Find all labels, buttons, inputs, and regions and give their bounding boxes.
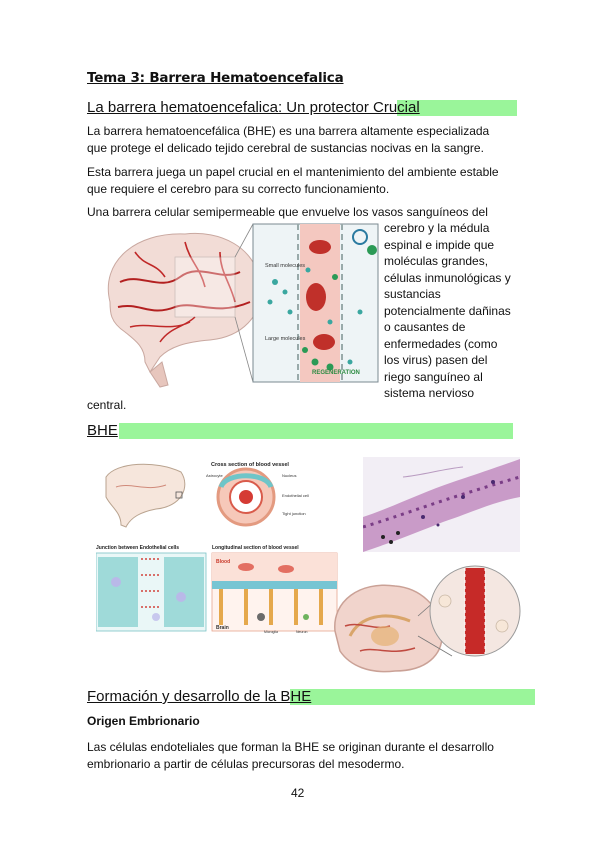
endothelial-label: Endothelial cell xyxy=(282,493,309,498)
section3-heading: Formación y desarrollo de la BHE xyxy=(87,688,312,705)
wrap-line: cerebro y la médula xyxy=(384,221,490,235)
wrap-line: o causantes de xyxy=(384,320,466,334)
blood-label: Blood xyxy=(216,559,230,565)
paragraph-2: Esta barrera juega un papel crucial en e… xyxy=(87,165,499,196)
brain-vessel-detail xyxy=(334,565,521,673)
brand-label: REGENERATION xyxy=(312,370,360,376)
longitudinal-label: Longitudinal section of blood vessel xyxy=(212,545,299,551)
brain-vessel-figure: Small molecules Large molecules REGENERA… xyxy=(107,223,379,388)
paragraph-3-wrap: cerebro y la médula espinal e impide que m… xyxy=(384,220,524,402)
heading-highlight xyxy=(119,423,513,439)
microglia-label: Microglia xyxy=(264,630,278,634)
heading-highlight xyxy=(397,100,517,116)
wrap-line: los virus) pasen del xyxy=(384,353,488,367)
wrap-line: moléculas grandes, xyxy=(384,254,489,268)
paragraph-4: Las células endoteliales que forman la B… xyxy=(87,740,494,771)
section1-heading: La barrera hematoencefalica: Un protecto… xyxy=(87,99,420,116)
nucleus-label: Nucleus xyxy=(282,473,296,478)
brain-illustration xyxy=(107,223,262,388)
bbb-diagram: Cross section of blood vessel Astrocyte … xyxy=(96,457,341,635)
wrap-line: enfermedades (como xyxy=(384,336,498,351)
paragraph-3: Una barrera celular semipermeable que en… xyxy=(87,205,488,219)
wrap-line: sustancias xyxy=(384,287,441,301)
wrap-line: sistema nervioso xyxy=(384,386,475,400)
wrap-line: células inmunológicas y xyxy=(384,270,511,285)
wrap-line: espinal e impide que xyxy=(384,237,495,252)
paragraph-1: La barrera hematoencefálica (BHE) es una… xyxy=(87,124,490,155)
wrap-line: riego sanguíneo al xyxy=(384,369,483,384)
large-molecules-label: Large molecules xyxy=(265,336,306,342)
histology-image xyxy=(363,457,520,552)
heading-highlight xyxy=(290,689,535,705)
wrap-line: potencialmente dañinas xyxy=(384,303,511,318)
brain-label: Brain xyxy=(216,625,229,631)
page-title: Tema 3: Barrera Hematoencefalica xyxy=(87,70,344,86)
tight-junction-label: Tight junction xyxy=(282,511,306,516)
cross-section-label: Cross section of blood vessel xyxy=(211,462,289,468)
small-molecules-label: Small molecules xyxy=(265,263,305,269)
section2-heading: BHE xyxy=(87,422,118,439)
page-number: 42 xyxy=(291,786,305,800)
junction-label: Junction between Endothelial cells xyxy=(96,545,179,551)
astrocyte-label: Astrocyte xyxy=(206,473,223,478)
subheading-origen: Origen Embrionario xyxy=(87,714,200,728)
vessel-cross-panel: Small molecules Large molecules REGENERA… xyxy=(252,223,379,383)
paragraph-3-end: central. xyxy=(87,398,127,412)
neuron-label: Neuron xyxy=(296,630,308,634)
